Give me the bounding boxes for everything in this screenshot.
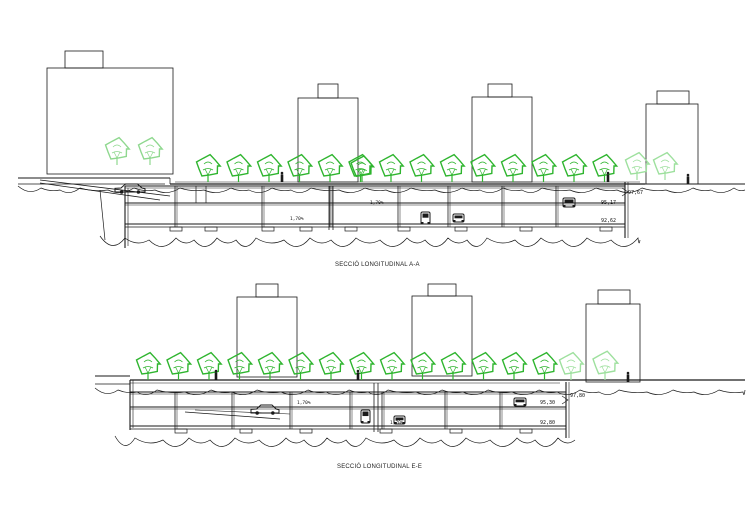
ramp-line <box>184 411 281 420</box>
car-icon <box>250 404 280 415</box>
tree-icon <box>257 351 284 380</box>
tree-icon <box>652 151 679 180</box>
tree-icon <box>501 351 528 380</box>
tree-icon <box>439 153 466 182</box>
tree-icon <box>558 351 585 380</box>
level-label-a-top: 97,67 <box>628 190 643 196</box>
caption-section-a: SECCIÓ LONGITUDINAL A-A <box>335 261 420 268</box>
person-icon <box>686 173 690 184</box>
building-icon <box>46 50 174 175</box>
tree-icon <box>104 136 131 165</box>
ramp-line <box>39 179 171 197</box>
tree-icon <box>288 351 315 380</box>
building-icon <box>585 289 641 383</box>
person-icon <box>606 171 610 182</box>
section-b-drawing <box>94 283 746 447</box>
tree-icon <box>256 153 283 182</box>
tree-icon <box>500 153 527 182</box>
person-icon <box>626 371 630 382</box>
car-icon <box>114 183 146 194</box>
car-icon <box>513 397 527 407</box>
tree-icon <box>317 153 344 182</box>
tree-icon <box>409 153 436 182</box>
level-label-b-bottom: 92,80 <box>540 420 555 426</box>
tree-icon <box>378 153 405 182</box>
tree-icon <box>379 351 406 380</box>
tree-icon <box>440 351 467 380</box>
tree-icon <box>195 153 222 182</box>
ground-terrain <box>17 185 746 193</box>
slope-label-b2: 1,70% <box>390 420 404 426</box>
person-icon <box>280 171 284 182</box>
tree-icon <box>624 151 651 180</box>
car-icon <box>452 213 465 223</box>
level-label-a-bottom: 92,62 <box>601 218 616 224</box>
tree-icon <box>532 351 559 380</box>
tree-icon <box>531 153 558 182</box>
tree-icon <box>318 351 345 380</box>
slope-label-a1: 1,70% <box>290 216 304 222</box>
tree-icon <box>561 153 588 182</box>
person-icon <box>214 369 218 380</box>
tree-icon <box>196 351 223 380</box>
tree-icon <box>349 351 376 380</box>
tree-icon <box>471 351 498 380</box>
tree-icon <box>470 153 497 182</box>
building-icon <box>645 90 699 185</box>
tree-icon <box>135 351 162 380</box>
car-icon <box>420 211 431 225</box>
tree-icon <box>592 153 619 182</box>
tree-icon <box>166 351 193 380</box>
person-icon <box>356 369 360 380</box>
tree-icon <box>226 153 253 182</box>
tree-icon <box>137 136 164 165</box>
level-label-b-mid: 95,30 <box>540 400 555 406</box>
car-icon <box>562 197 576 208</box>
ground-terrain <box>94 387 746 395</box>
level-label-a-mid: 95,17 <box>601 200 616 206</box>
car-icon <box>360 409 371 424</box>
car-icon <box>393 415 406 425</box>
section-a-drawing <box>17 50 746 248</box>
tree-icon <box>350 155 376 182</box>
slope-label-b1: 1,70% <box>297 400 311 406</box>
tree-icon <box>592 350 620 380</box>
caption-section-b: SECCIÓ LONGITUDINAL E-E <box>337 463 422 470</box>
slope-label-a2: 1,70% <box>370 200 384 206</box>
building-icon <box>411 283 473 377</box>
tree-icon <box>227 351 254 380</box>
tree-icon <box>410 351 437 380</box>
level-label-b-top: 97,80 <box>570 393 585 399</box>
building-icon <box>297 83 359 183</box>
tree-icon <box>287 153 314 182</box>
building-icon <box>236 283 298 378</box>
